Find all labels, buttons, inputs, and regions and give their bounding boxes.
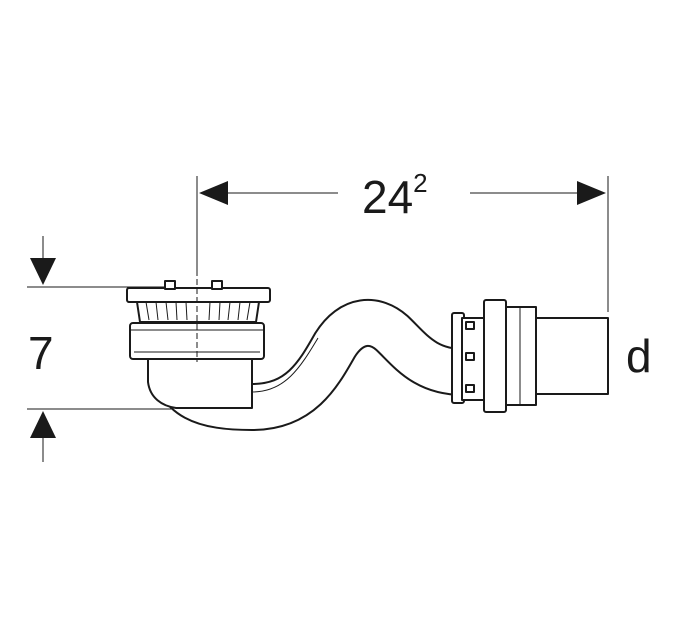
height-arrow-top <box>30 258 56 285</box>
nut-bolt-bottom <box>465 384 475 393</box>
diameter-label: d <box>626 330 652 382</box>
drain-body <box>126 270 609 432</box>
length-dimension: 242 <box>196 168 609 312</box>
length-superscript: 2 <box>413 168 427 198</box>
length-arrow-right <box>577 181 606 205</box>
outlet-coupling-collar <box>483 299 507 413</box>
outlet-pipe <box>535 317 609 395</box>
outlet-coupling-body <box>505 306 537 406</box>
height-label: 7 <box>28 327 54 379</box>
grate-slots <box>145 301 251 321</box>
length-value: 24 <box>362 171 413 223</box>
grate-tab-right <box>211 280 223 290</box>
drain-grate-cap <box>126 287 271 303</box>
nut-bolt-top <box>465 321 475 330</box>
grate-tab-left <box>164 280 176 290</box>
nut-bolt-middle <box>465 352 475 361</box>
height-dimension: 7 <box>27 236 175 462</box>
length-label: 242 <box>362 168 428 223</box>
length-arrow-left <box>199 181 228 205</box>
drain-grate-body <box>136 301 260 323</box>
height-arrow-bottom <box>30 411 56 438</box>
drain-bowl <box>147 349 253 409</box>
